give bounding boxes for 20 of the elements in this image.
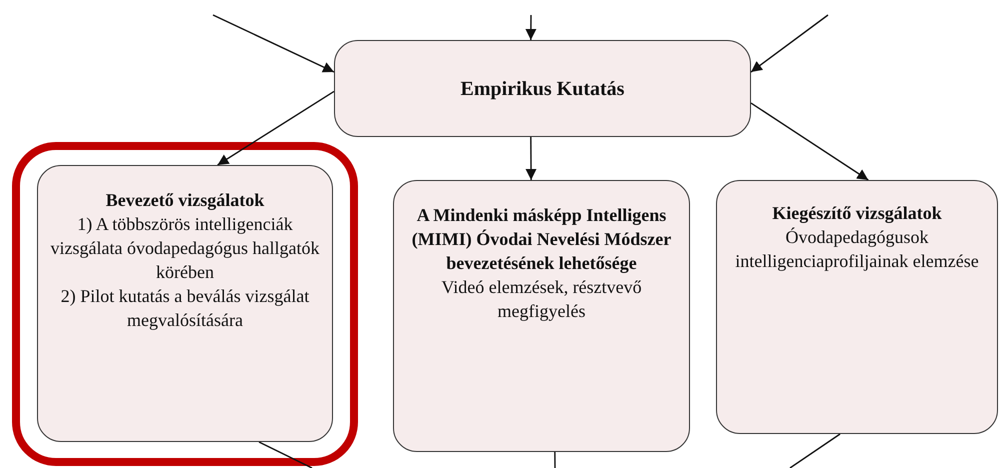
box-text: Óvodapedagógusok intelligenciaprofiljainak elemzése xyxy=(734,226,980,273)
process-box xyxy=(393,180,690,452)
box-text: 1) A többszörös intelligenciák vizsgálata óvodapedagógus hallgatók körében xyxy=(50,213,320,284)
arrow xyxy=(212,14,334,73)
process-box xyxy=(37,165,333,442)
box-heading: Bevezető vizsgálatok xyxy=(104,189,266,212)
box-heading: A Mindenki másképp Intelligens (MIMI) Óvodai Nevelési Módszer bevezetésének lehetősége xyxy=(410,204,672,275)
process-box xyxy=(716,180,998,434)
arrow xyxy=(526,137,537,180)
arrow xyxy=(217,90,334,166)
arrow xyxy=(750,102,869,181)
connector-line xyxy=(790,433,840,468)
arrow xyxy=(525,15,536,40)
box-heading: Kiegészítő vizsgálatok xyxy=(771,202,943,225)
box-text: 2) Pilot kutatás a beválás vizsgálat megvalósítására xyxy=(60,285,310,332)
box-text: Videó elemzések, résztvevő megfigyelés xyxy=(440,276,643,323)
process-box xyxy=(334,40,751,137)
box-heading: Empirikus Kutatás xyxy=(460,76,626,100)
arrow xyxy=(750,14,828,73)
connector-line xyxy=(554,452,556,468)
